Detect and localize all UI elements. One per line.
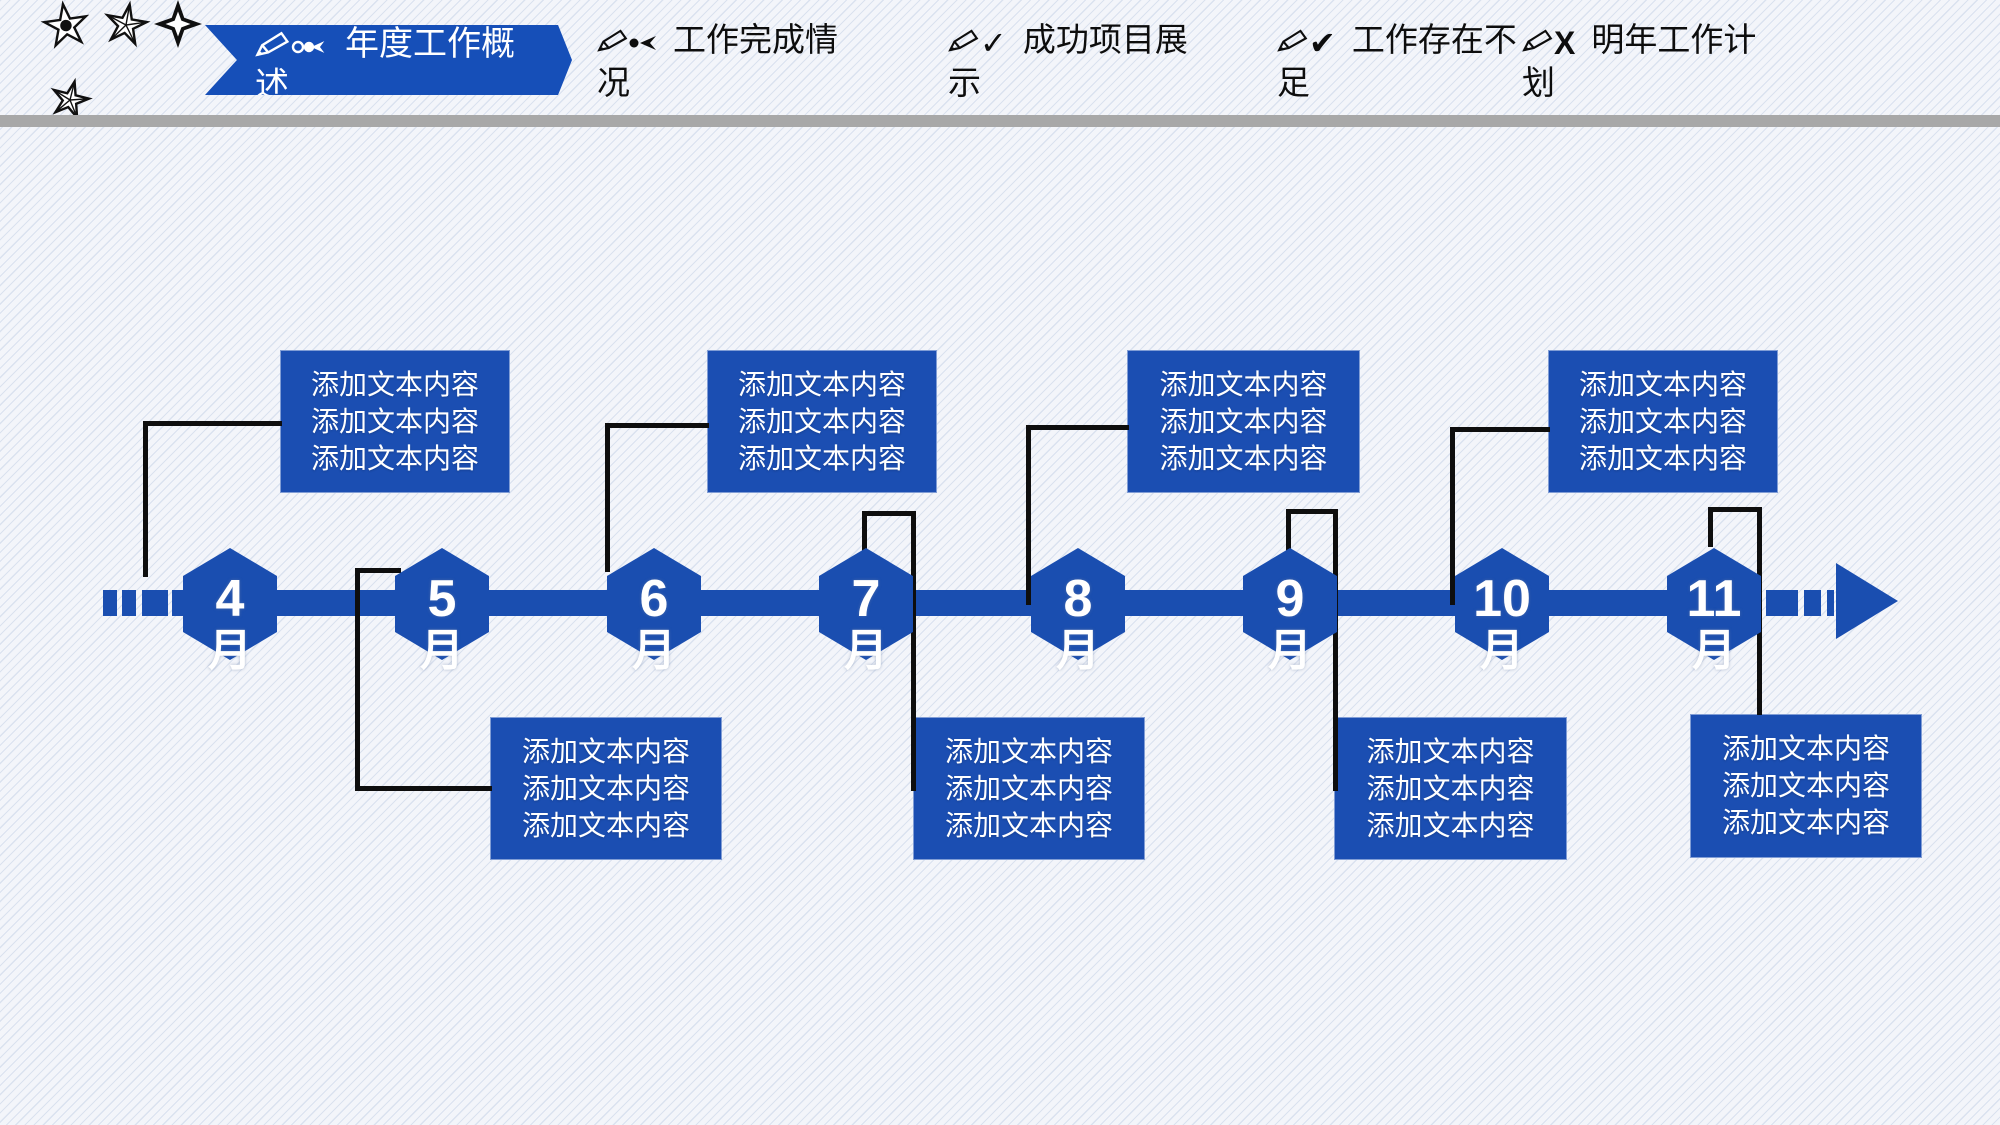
hexagon-month-5[interactable]: 5 月 <box>395 548 489 674</box>
connector-month-9 <box>1286 509 1338 514</box>
dart-icon <box>629 36 656 50</box>
connector-month-11 <box>1708 507 1713 547</box>
pencil-icon <box>597 29 628 52</box>
timeline-dash <box>1827 590 1834 616</box>
textbox-month-9[interactable]: 添加文本内容 添加文本内容 添加文本内容 <box>1334 717 1567 860</box>
connector-month-5 <box>355 786 492 791</box>
four-point-star-icon <box>154 0 202 48</box>
connector-month-6 <box>605 423 610 572</box>
hexagon-month-7[interactable]: 7 月 <box>819 548 913 674</box>
tab-label: 年度工作概述 <box>255 25 515 104</box>
link-icon <box>291 40 325 54</box>
timeline-dash <box>142 590 168 616</box>
textbox-month-6[interactable]: 添加文本内容 添加文本内容 添加文本内容 <box>707 350 937 493</box>
timeline-dash <box>1766 590 1798 616</box>
timeline-dash <box>1804 590 1821 616</box>
timeline-dash <box>103 590 117 616</box>
month-label: 9 月 <box>1268 570 1312 675</box>
tab-label: 工作存在不足 <box>1277 21 1517 101</box>
header-divider <box>0 115 2000 127</box>
connector-month-7 <box>911 511 916 791</box>
tab-label: 成功项目展示 <box>948 21 1188 101</box>
connector-month-6 <box>605 423 709 428</box>
month-label: 6 月 <box>632 570 676 675</box>
textbox-month-5[interactable]: 添加文本内容 添加文本内容 添加文本内容 <box>490 717 722 860</box>
connector-month-7 <box>862 511 916 516</box>
tab-label: 工作完成情况 <box>597 21 838 101</box>
month-label: 5 月 <box>420 570 464 675</box>
textbox-month-8[interactable]: 添加文本内容 添加文本内容 添加文本内容 <box>1127 350 1360 493</box>
hexagon-month-11[interactable]: 11 月 <box>1667 548 1761 674</box>
hexagon-shape <box>819 548 913 660</box>
tab-label: 明年工作计划 <box>1522 21 1757 101</box>
textbox-month-11[interactable]: 添加文本内容 添加文本内容 添加文本内容 <box>1690 714 1922 858</box>
connector-month-9 <box>1286 509 1291 551</box>
connector-month-5 <box>355 568 360 791</box>
hexagon-month-10[interactable]: 10 月 <box>1455 548 1549 674</box>
tab-project-showcase[interactable]: ✓成功项目展示 <box>948 20 1198 103</box>
hexagon-shape <box>183 548 277 660</box>
five-point-star-small-icon <box>49 77 92 119</box>
month-label: 8 月 <box>1056 570 1100 675</box>
pencil-icon <box>1277 29 1308 52</box>
connector-month-5 <box>355 568 401 573</box>
connector-month-8 <box>1026 425 1129 430</box>
x-icon: X <box>1554 25 1576 61</box>
pencil-icon <box>255 31 290 57</box>
hexagon-shape <box>607 548 701 660</box>
month-label: 11 月 <box>1686 570 1742 675</box>
hexagon-shape <box>395 548 489 660</box>
tab-shortcomings[interactable]: ✔工作存在不足 <box>1277 20 1527 103</box>
pencil-icon <box>1522 29 1553 52</box>
timeline-dash <box>122 590 136 616</box>
month-label: 4 月 <box>208 570 252 675</box>
month-label: 10 月 <box>1473 570 1531 675</box>
textbox-month-4[interactable]: 添加文本内容 添加文本内容 添加文本内容 <box>280 350 510 493</box>
five-point-star-icon <box>103 1 149 45</box>
hexagon-month-9[interactable]: 9 月 <box>1243 548 1337 674</box>
tab-annual-overview[interactable]: 年度工作概述 <box>205 25 572 95</box>
connector-month-4 <box>143 421 282 426</box>
connector-month-11 <box>1708 507 1762 512</box>
five-point-star-dotted-icon <box>42 1 89 46</box>
check-icon: ✓ <box>980 25 1007 61</box>
heavy-check-icon: ✔ <box>1309 25 1336 61</box>
connector-month-8 <box>1026 425 1031 605</box>
pencil-icon <box>948 29 979 52</box>
connector-month-7 <box>862 511 867 551</box>
month-label: 7 月 <box>844 570 888 675</box>
connector-month-10 <box>1450 427 1455 605</box>
connector-month-9 <box>1333 509 1338 791</box>
hexagon-month-4[interactable]: 4 月 <box>183 548 277 674</box>
connector-month-4 <box>143 421 148 577</box>
tab-work-completion[interactable]: 工作完成情况 <box>597 20 847 103</box>
hexagon-month-8[interactable]: 8 月 <box>1031 548 1125 674</box>
textbox-month-10[interactable]: 添加文本内容 添加文本内容 添加文本内容 <box>1548 350 1778 493</box>
right-arrow-icon <box>1836 563 1898 639</box>
connector-month-10 <box>1450 427 1550 432</box>
decor-stars <box>28 0 218 130</box>
hexagon-month-6[interactable]: 6 月 <box>607 548 701 674</box>
textbox-month-7[interactable]: 添加文本内容 添加文本内容 添加文本内容 <box>913 717 1145 860</box>
